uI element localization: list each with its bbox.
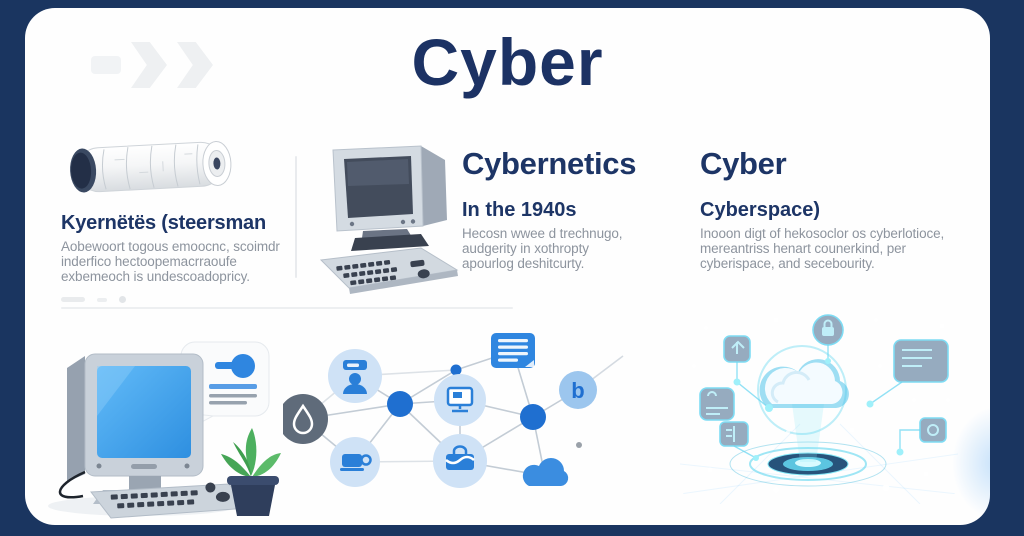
like-node: b [559, 371, 597, 409]
dash-mark [97, 297, 107, 302]
dot-mark [119, 296, 126, 304]
content-card: Cyber [25, 8, 990, 525]
like-glyph: b [571, 378, 584, 403]
briefcase-node [433, 434, 487, 488]
cyber-body: Inooon digt of hekosoclor os cyberlotioc… [700, 226, 945, 271]
vertical-divider [295, 156, 297, 278]
cybernetics-heading: Cybernetics [462, 146, 637, 181]
document-node [491, 333, 535, 368]
document-lines-icon [498, 339, 528, 362]
papyrus-scroll-illustration [70, 141, 232, 193]
dash-mark [61, 297, 85, 303]
glowing-platform [729, 441, 887, 487]
id-card-icon [699, 387, 735, 421]
decor-blob [91, 56, 121, 74]
cyberspace-illustration [680, 314, 958, 504]
cyber-subheading: Cyberspace) [700, 199, 821, 221]
dot-node [450, 364, 462, 376]
monitor-node [434, 374, 486, 426]
vintage-computer-illustration [319, 145, 459, 294]
network-diagram: b [283, 333, 624, 488]
hub-node [387, 391, 413, 417]
corner-glow-decor [937, 388, 990, 525]
user-node [328, 349, 382, 403]
bubble-dot-icon [231, 354, 255, 378]
retro-computer-scene [48, 341, 281, 519]
glowing-cloud-icon [757, 345, 849, 435]
cyberspace-panel [680, 304, 958, 504]
section-etymology: Kyernëtës (steersman Aobewoort togous em… [61, 128, 296, 304]
potted-plant [221, 428, 281, 516]
cyber-heading: Cyber [700, 146, 787, 181]
blue-screen [97, 366, 191, 458]
water-drop-node [283, 394, 328, 444]
hub-node [520, 404, 546, 430]
section-cybernetics: Cybernetics In the 1940s Hecosn wwee d t… [462, 146, 667, 271]
cloud-node [522, 458, 569, 486]
retro-monitor [67, 353, 204, 504]
cybernetics-subheading: In the 1940s [462, 199, 577, 221]
cybernetics-body: Hecosn wwee d trechnugo, audgerity in xo… [462, 226, 623, 271]
water-drop-icon [292, 403, 314, 435]
chevrons-decor [91, 42, 213, 88]
page-title: Cyber [411, 25, 604, 99]
retro-keyboard [90, 482, 251, 519]
horizontal-divider [61, 307, 513, 309]
user-icon [349, 373, 361, 385]
placeholder-marks [61, 296, 296, 304]
search-laptop-node [330, 437, 380, 487]
magnifier-icon [360, 454, 372, 466]
power-cable [58, 470, 86, 499]
gray-dot [576, 442, 582, 448]
document-panel-icon [893, 339, 949, 383]
section-cyber: Cyber Cyberspace) Inooon digt of hekosoc… [700, 146, 975, 271]
etymology-body: Aobewoort togous emoocnc, scoimdr inderf… [61, 239, 280, 284]
etymology-heading: Kyernëtës (steersman [61, 212, 266, 234]
laptop-icon [342, 454, 362, 467]
